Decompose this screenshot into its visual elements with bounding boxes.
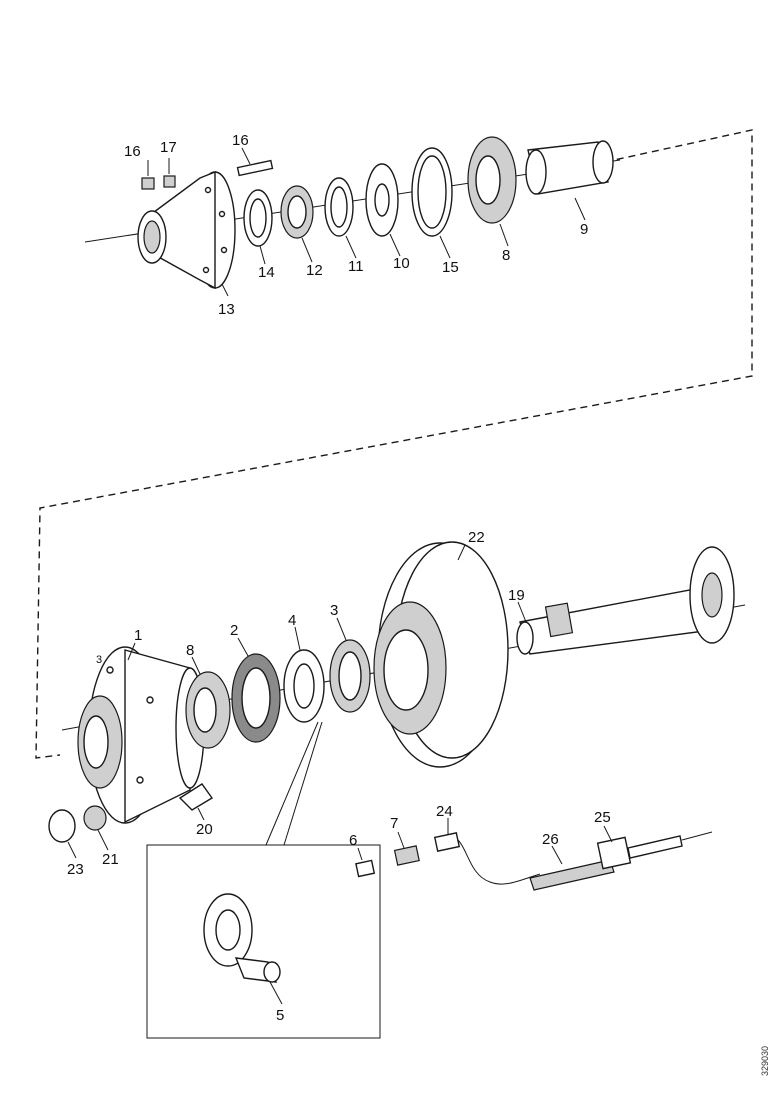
callout-20: 20 xyxy=(196,821,213,838)
callout-7: 7 xyxy=(390,815,398,832)
part-6-bushing xyxy=(355,859,376,878)
part-12-bearing xyxy=(280,185,314,239)
part-23-cap xyxy=(48,809,76,843)
top-assembly xyxy=(35,129,753,759)
part-25-connector xyxy=(596,831,713,870)
callout-4: 4 xyxy=(288,612,296,629)
callout-24: 24 xyxy=(436,803,453,820)
callout-21: 21 xyxy=(102,851,119,868)
part-9-sleeve xyxy=(525,140,614,195)
part-2-tone-ring xyxy=(231,653,281,743)
callout-8-top: 8 xyxy=(502,247,510,264)
callout-26: 26 xyxy=(542,831,559,848)
callout-8-bottom: 8 xyxy=(186,642,194,659)
callout-12: 12 xyxy=(306,262,323,279)
part-8-bearing-top xyxy=(467,136,517,224)
figure-code: 329030 xyxy=(760,1046,770,1076)
callout-17: 17 xyxy=(160,139,177,156)
part-22-brake-disc xyxy=(373,541,509,768)
part-3-ring xyxy=(329,639,371,713)
part-19-axle-shaft xyxy=(516,546,735,655)
callout-labels: 16 17 16 14 12 11 10 15 8 9 13 22 19 1 3… xyxy=(67,132,770,1076)
part-5-sensor-holder xyxy=(203,893,281,983)
part-24-sensor xyxy=(433,832,541,885)
part-8-bearing-bottom xyxy=(185,671,231,749)
part-20-fitting xyxy=(178,783,214,811)
callout-14: 14 xyxy=(258,264,275,281)
callout-16b: 16 xyxy=(232,132,249,149)
callout-25: 25 xyxy=(594,809,611,826)
inset-detail-box xyxy=(146,721,381,1039)
part-16-17-nuts xyxy=(141,175,176,190)
part-14-ring xyxy=(243,189,273,247)
part-11-ring xyxy=(324,177,354,237)
callout-3-hub: 3 xyxy=(96,654,102,666)
part-4-ring xyxy=(283,649,325,723)
dashed-connector xyxy=(35,129,753,759)
part-10-lock-washer xyxy=(365,163,399,237)
part-13-hub xyxy=(137,170,236,290)
part-15-ring xyxy=(411,147,453,237)
callout-6: 6 xyxy=(349,832,357,849)
callout-5: 5 xyxy=(276,1007,284,1024)
callout-16a: 16 xyxy=(124,143,141,160)
callout-23: 23 xyxy=(67,861,84,878)
callout-2: 2 xyxy=(230,622,238,639)
part-21-nut xyxy=(83,805,107,831)
part-26-cable-sleeve xyxy=(529,859,615,891)
callout-10: 10 xyxy=(393,255,410,272)
bottom-assembly xyxy=(48,541,746,1039)
callout-15: 15 xyxy=(442,259,459,276)
callout-9: 9 xyxy=(580,221,588,238)
callout-13: 13 xyxy=(218,301,235,318)
callout-11: 11 xyxy=(348,258,364,275)
part-16-stud xyxy=(236,159,274,177)
callout-3: 3 xyxy=(330,602,338,619)
callout-1: 1 xyxy=(134,627,142,644)
part-7-clip xyxy=(393,845,420,866)
callout-22: 22 xyxy=(468,529,485,546)
callout-19: 19 xyxy=(508,587,525,604)
part-1-hub xyxy=(77,646,205,824)
